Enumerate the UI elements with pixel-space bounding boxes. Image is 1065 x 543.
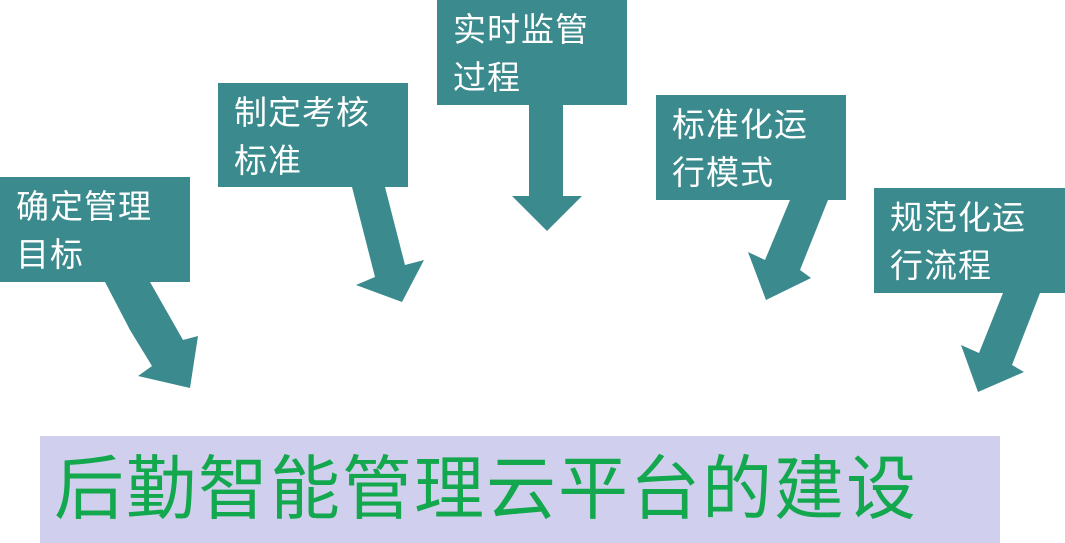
arrow-2-icon — [352, 187, 424, 302]
arrow-5-icon — [961, 293, 1040, 392]
arrow-1-icon — [105, 282, 198, 388]
banner-title: 后勤智能管理云平台的建设 — [54, 448, 918, 530]
platform-banner: 后勤智能管理云平台的建设 — [40, 436, 1000, 543]
step-box-2: 制定考核 标准 — [218, 83, 408, 187]
step-3-line-2: 过程 — [453, 58, 521, 97]
step-1-line-2: 目标 — [16, 235, 84, 274]
step-box-4: 标准化运 行模式 — [656, 95, 846, 200]
step-1-line-1: 确定管理 — [16, 187, 152, 226]
step-2-line-2: 标准 — [234, 141, 302, 180]
step-5-line-2: 行流程 — [890, 246, 992, 285]
step-2-line-1: 制定考核 — [234, 93, 370, 132]
arrow-3-icon — [512, 105, 582, 231]
step-box-5: 规范化运 行流程 — [874, 188, 1065, 293]
step-5-line-1: 规范化运 — [890, 198, 1026, 237]
step-3-line-1: 实时监管 — [453, 10, 589, 49]
step-box-1: 确定管理 目标 — [0, 177, 190, 282]
step-4-line-2: 行模式 — [672, 153, 774, 192]
arrow-4-icon — [748, 200, 828, 300]
step-box-3: 实时监管 过程 — [437, 0, 627, 105]
step-4-line-1: 标准化运 — [672, 105, 808, 144]
